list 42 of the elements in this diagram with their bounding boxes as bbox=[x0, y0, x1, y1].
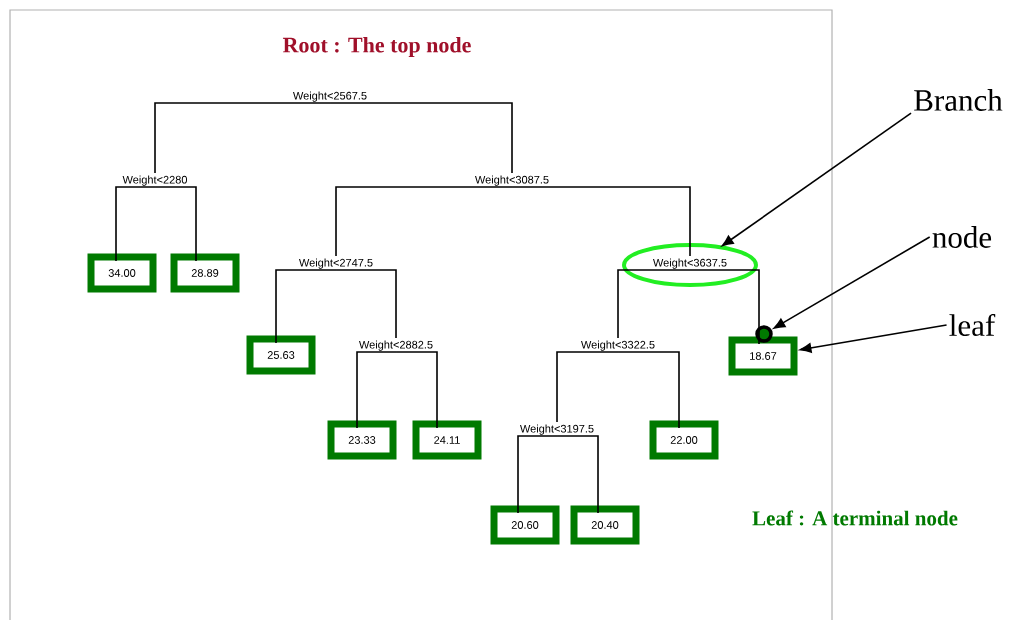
arrow bbox=[799, 324, 948, 353]
branch-line bbox=[617, 351, 680, 429]
leaf-box: 24.11 bbox=[412, 420, 482, 460]
branch-line bbox=[275, 269, 337, 344]
split-label: Weight<3322.5 bbox=[581, 340, 655, 351]
branch-line bbox=[689, 269, 760, 345]
branch-line bbox=[154, 102, 331, 174]
leaf-box: 20.40 bbox=[570, 505, 640, 545]
branch-line bbox=[617, 269, 691, 339]
arrow bbox=[721, 112, 912, 247]
split-label: Weight<3637.5 bbox=[653, 258, 727, 269]
branch-line bbox=[511, 186, 691, 257]
branch-line bbox=[154, 186, 197, 262]
branch-line bbox=[395, 351, 438, 429]
leaf-box: 18.67 bbox=[728, 336, 798, 376]
title: Root : The top node bbox=[282, 37, 471, 57]
split-label: Weight<2567.5 bbox=[293, 91, 367, 102]
split-label: Weight<2280 bbox=[122, 175, 187, 186]
leaf-box: 23.33 bbox=[327, 420, 397, 460]
branch-line bbox=[356, 351, 397, 429]
leaf-box: 34.00 bbox=[87, 253, 157, 293]
leaf-box: 22.00 bbox=[649, 420, 719, 460]
annotation-label: Branch bbox=[914, 89, 1003, 111]
arrow bbox=[773, 236, 931, 329]
branch-line bbox=[335, 186, 513, 257]
node-marker bbox=[755, 325, 773, 343]
annotation-label: node bbox=[932, 226, 992, 248]
branch-line bbox=[329, 102, 513, 174]
leaf-box: 20.60 bbox=[490, 505, 560, 545]
split-label: Weight<2882.5 bbox=[359, 340, 433, 351]
caption: Leaf : A terminal node bbox=[752, 510, 958, 526]
annotation-label: leaf bbox=[949, 313, 996, 337]
leaf-box: 28.89 bbox=[170, 253, 240, 293]
branch-line bbox=[556, 435, 599, 514]
leaf-box: 25.63 bbox=[246, 335, 316, 375]
branch-line bbox=[556, 351, 619, 423]
split-label: Weight<2747.5 bbox=[299, 258, 373, 269]
split-label: Weight<3087.5 bbox=[475, 175, 549, 186]
branch-line bbox=[517, 435, 558, 514]
split-label: Weight<3197.5 bbox=[520, 424, 594, 435]
branch-line bbox=[335, 269, 397, 339]
branch-line bbox=[115, 186, 156, 262]
